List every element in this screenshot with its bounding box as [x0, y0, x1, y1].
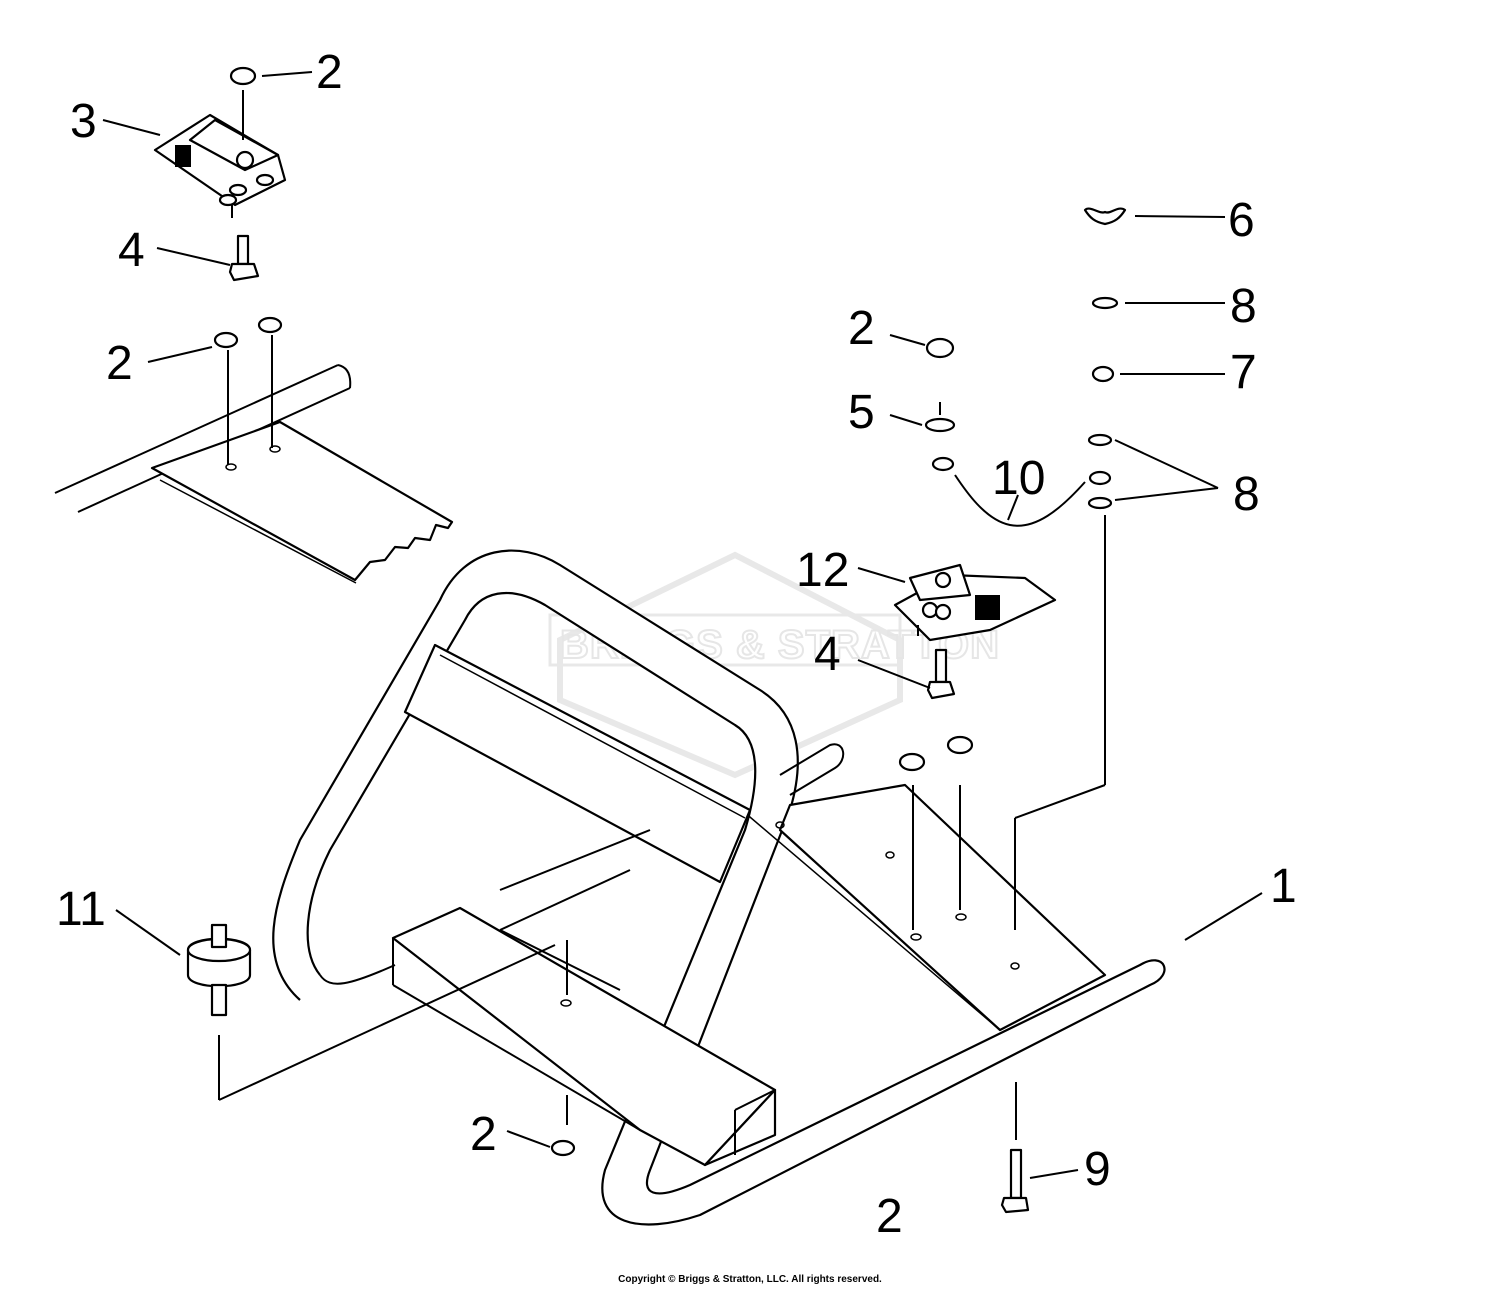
- callout-numbers: 2 3 4 2 2 5 6 8 7 10 8 12 4 1 11 2 9 2: [56, 46, 1297, 1243]
- callout-8-lower: 8: [1233, 468, 1260, 521]
- part-12-mount: [893, 563, 1057, 642]
- callout-1: 1: [1270, 860, 1297, 913]
- part-3-mount: [153, 113, 287, 218]
- callout-4-upper: 4: [118, 224, 145, 277]
- callout-12: 12: [796, 544, 849, 597]
- callout-2-top: 2: [316, 46, 343, 99]
- part-11-isolator: [186, 923, 252, 1017]
- callout-3: 3: [70, 95, 97, 148]
- callout-2-bottom: 2: [470, 1108, 497, 1161]
- callout-5: 5: [848, 386, 875, 439]
- callout-7: 7: [1230, 346, 1257, 399]
- callout-8-top: 8: [1230, 280, 1257, 333]
- frame-section-upper: [54, 364, 454, 584]
- callout-4-right: 4: [814, 628, 841, 681]
- copyright-notice: Copyright © Briggs & Stratton, LLC. All …: [618, 1274, 882, 1285]
- part-10-ground-wire: [931, 456, 1112, 527]
- leader-lines: [102, 71, 1263, 1179]
- callout-11: 11: [56, 883, 106, 936]
- main-frame: [272, 549, 1166, 1226]
- callout-10: 10: [992, 452, 1045, 505]
- callout-6: 6: [1228, 194, 1255, 247]
- callout-2-right: 2: [848, 302, 875, 355]
- callout-2-diagram-label: 2: [876, 1190, 903, 1243]
- callout-9: 9: [1084, 1143, 1111, 1196]
- hardware-items: [213, 66, 1127, 1214]
- callout-2-upper-frame: 2: [106, 337, 133, 390]
